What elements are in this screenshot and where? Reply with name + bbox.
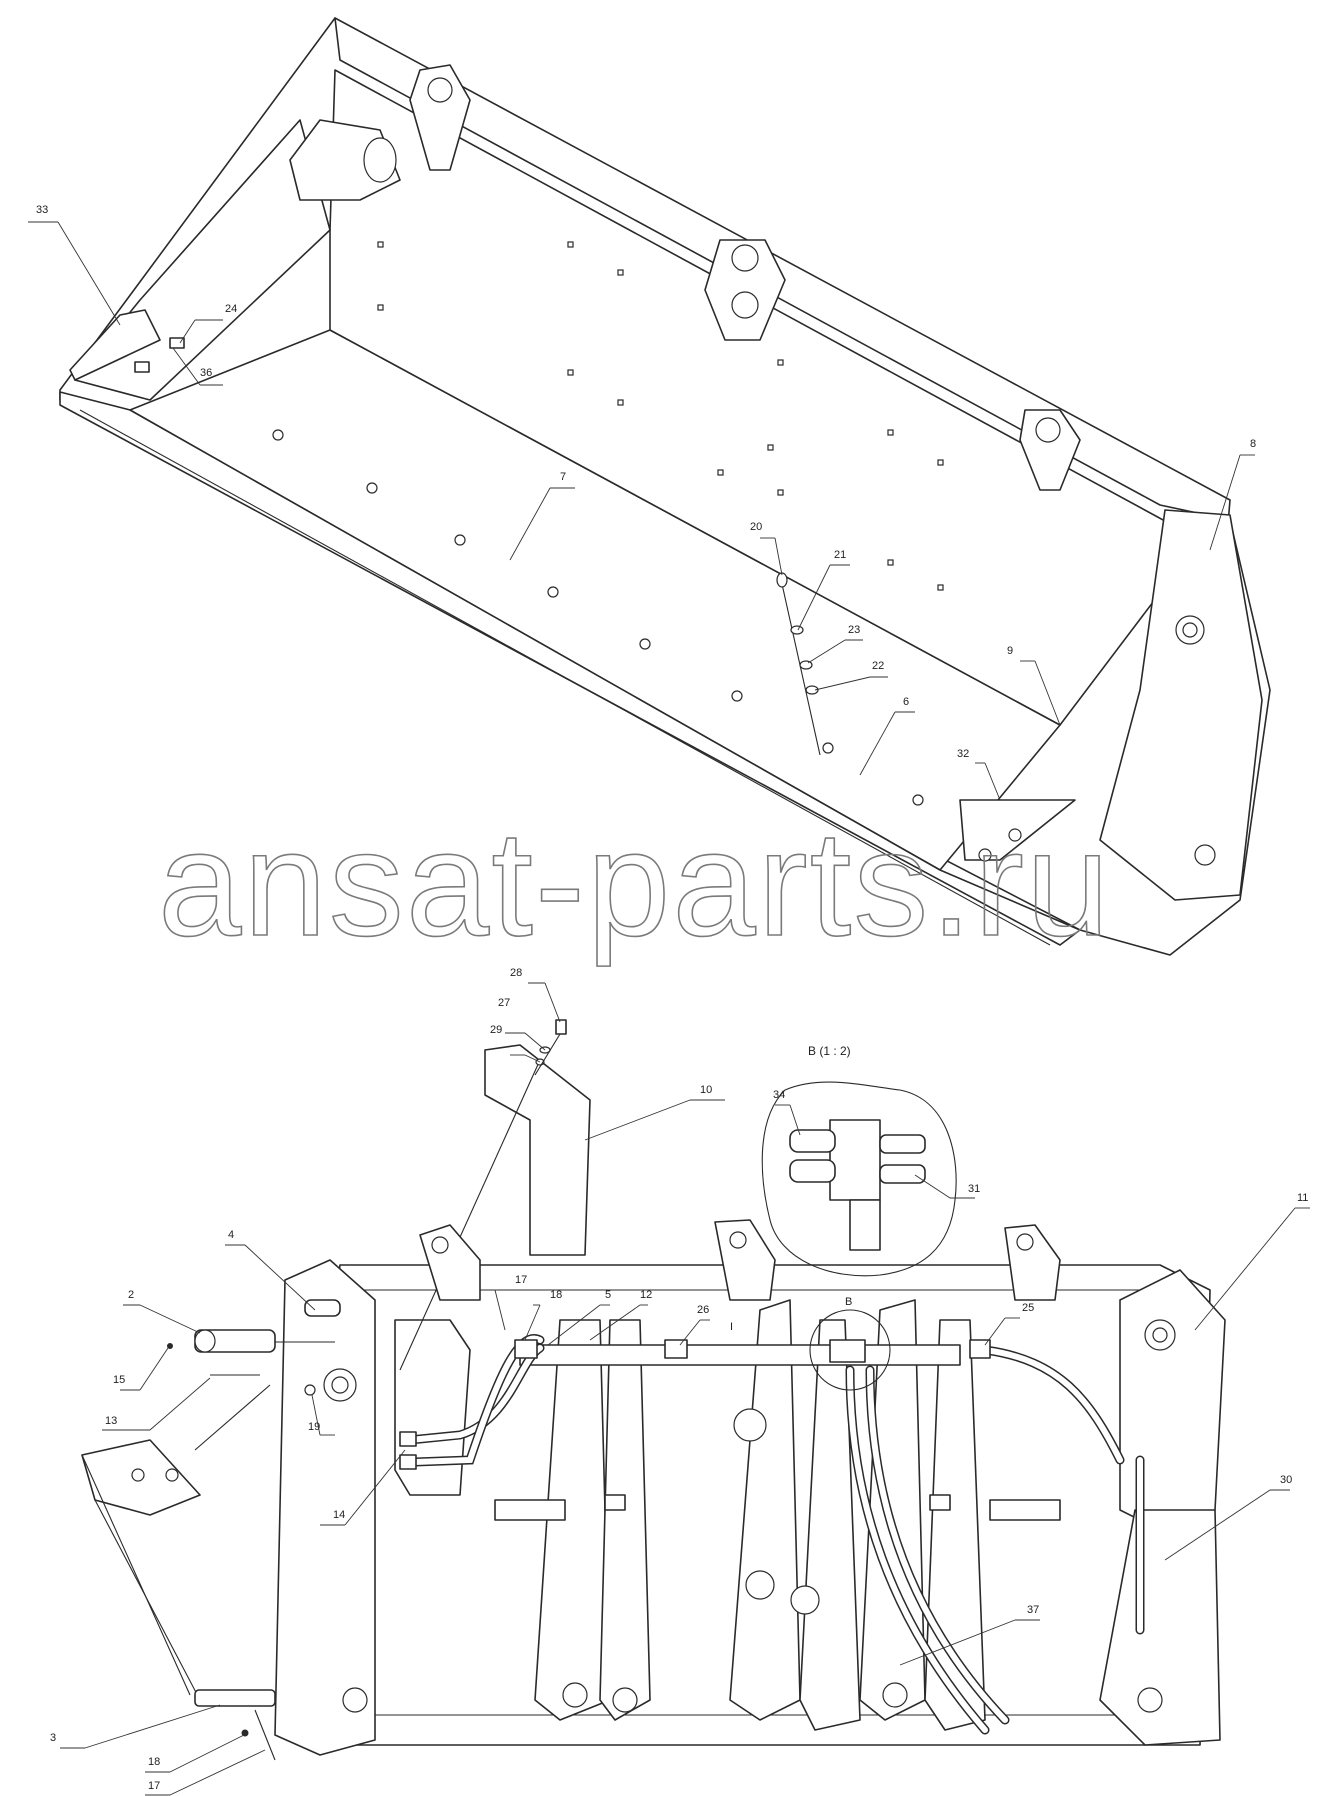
callout-label: 13 [105,1415,117,1427]
callout-label: 37 [1027,1604,1039,1616]
callout-label: 28 [510,967,522,979]
callout-label: 6 [903,696,909,708]
callout-label: 9 [1007,645,1013,657]
callout-label: 22 [872,660,884,672]
callout-label: 10 [700,1084,712,1096]
detail-marker-b: B [845,1296,852,1308]
callout-label: 18 [148,1756,160,1768]
callout-label: 21 [834,549,846,561]
callout-label: 4 [228,1229,234,1241]
callout-label: 17 [515,1274,527,1286]
section-marker-i: I [730,1321,733,1333]
callout-label: 23 [848,624,860,636]
callout-leaders [28,221,1310,1796]
bucket-top-view [59,17,1271,956]
callout-label: 14 [333,1509,345,1521]
callout-label: 15 [113,1374,125,1386]
callout-label: 2 [128,1289,134,1301]
callout-label: 26 [697,1304,709,1316]
callout-label: 20 [750,521,762,533]
callout-label: 25 [1022,1302,1034,1314]
callout-label: 17 [148,1780,160,1792]
callout-label: 36 [200,367,212,379]
detail-b-title: B (1 : 2) [808,1044,851,1058]
callout-label: 7 [560,471,566,483]
back-plate-holes [377,241,944,591]
callout-label: 19 [308,1421,320,1433]
callout-label: 29 [490,1024,502,1036]
callout-label: 24 [225,303,237,315]
callout-label: 3 [50,1732,56,1744]
callout-label: 34 [773,1089,785,1101]
watermark-text: ansat-parts.ru [158,799,1111,967]
callout-label: 30 [1280,1474,1292,1486]
hydraulic-hoses [405,1334,1145,1735]
callout-labels: 33 24 36 7 20 21 23 22 6 9 32 8 28 27 29… [36,204,1308,1792]
floor-bolts [272,429,924,806]
callout-label: 33 [36,204,48,216]
callout-label: 18 [550,1289,562,1301]
callout-label: 11 [1297,1192,1308,1204]
callout-label: 27 [498,997,510,1009]
callout-label: 12 [640,1289,652,1301]
callout-label: 32 [957,748,969,760]
detail-b-view: B (1 : 2) [761,1044,957,1277]
bucket-bottom-view [81,1019,1226,1761]
callout-label: 5 [605,1289,611,1301]
callout-label: 8 [1250,438,1256,450]
callout-label: 31 [968,1183,980,1195]
